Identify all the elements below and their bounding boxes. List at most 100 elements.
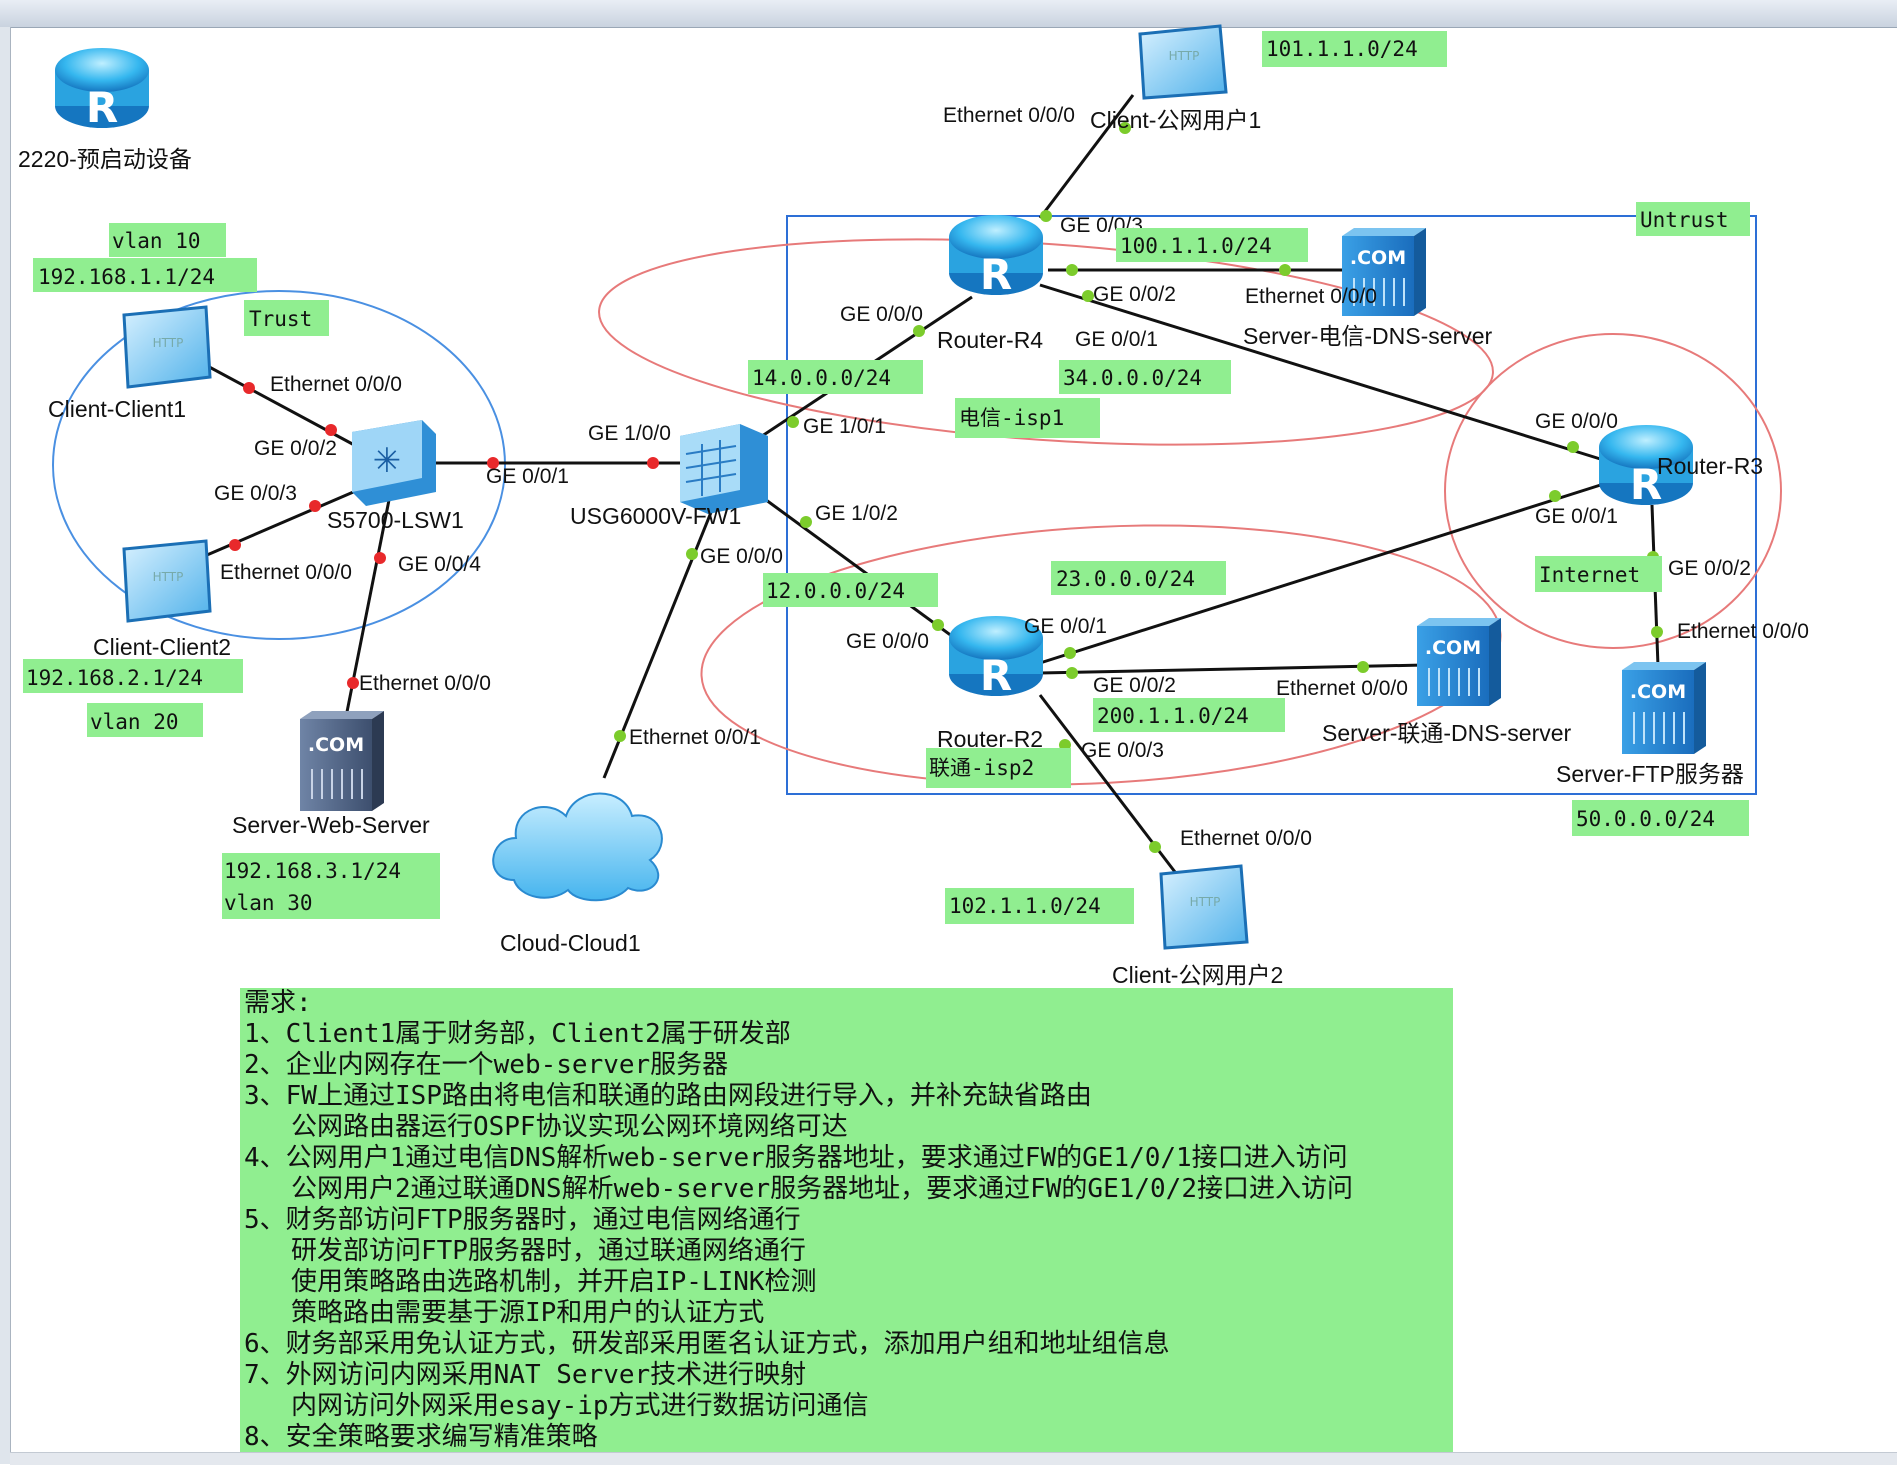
- pub-user2-device[interactable]: HTTP Client-公网用户2: [1112, 864, 1283, 988]
- port-label: GE 0/0/1: [1075, 328, 1158, 351]
- port-label: Ethernet 0/0/0: [270, 373, 402, 396]
- router-r3-label: Router-R3: [1657, 453, 1763, 479]
- requirement-line: 3、FW上通过ISP路由将电信和联通的路由网段进行导入，并补充缺省路由: [244, 1081, 1092, 1111]
- port-label: GE 0/0/0: [700, 545, 783, 568]
- port-label: Ethernet 0/0/0: [943, 104, 1075, 127]
- http-client-icon: HTTP: [122, 305, 212, 389]
- svg-text:R: R: [980, 651, 1012, 700]
- port-label: Ethernet 0/0/0: [1677, 620, 1809, 643]
- tag-r4-r3-net: 34.0.0.0/24: [1059, 360, 1231, 394]
- router-r3-device[interactable]: R Router-R3: [1599, 425, 1763, 509]
- lsw1-label: S5700-LSW1: [327, 507, 464, 533]
- dns-telecom-device[interactable]: .COM Server-电信-DNS-server: [1243, 228, 1493, 349]
- svg-text:12.0.0.0/24: 12.0.0.0/24: [766, 579, 905, 603]
- web-server-device[interactable]: .COM Server-Web-Server: [232, 711, 430, 838]
- svg-text:vlan 20: vlan 20: [90, 710, 179, 734]
- server-icon: .COM: [1417, 618, 1501, 706]
- port-label: GE 0/0/3: [1081, 739, 1164, 762]
- ftp-server-label: Server-FTP服务器: [1556, 761, 1744, 787]
- svg-text:Internet: Internet: [1539, 563, 1640, 587]
- router-r4-device[interactable]: R Router-R4: [937, 215, 1043, 353]
- svg-text:100.1.1.0/24: 100.1.1.0/24: [1120, 234, 1272, 258]
- svg-text:102.1.1.0/24: 102.1.1.0/24: [949, 894, 1101, 918]
- port-label: GE 1/0/0: [588, 422, 671, 445]
- router-icon: R: [55, 48, 149, 132]
- isp1-ellipse: [598, 238, 1494, 446]
- window-titlebar: [0, 0, 1897, 28]
- fw1-device[interactable]: USG6000V-FW1: [570, 424, 768, 529]
- link-client2-lsw1: [199, 488, 359, 560]
- svg-text:192.168.3.1/24: 192.168.3.1/24: [224, 859, 401, 883]
- preboot-router[interactable]: R 2220-预启动设备: [18, 48, 192, 172]
- requirement-line: 1、Client1属于财务部，Client2属于研发部: [244, 1019, 791, 1049]
- port-label: GE 0/0/2: [1093, 283, 1176, 306]
- tag-isp2: 联通-isp2: [926, 748, 1071, 788]
- web-server-label: Server-Web-Server: [232, 812, 430, 838]
- svg-text:Untrust: Untrust: [1640, 208, 1729, 232]
- svg-text:34.0.0.0/24: 34.0.0.0/24: [1063, 366, 1202, 390]
- http-client-icon: HTTP: [1159, 864, 1249, 950]
- port-label: GE 0/0/1: [486, 465, 569, 488]
- link-fw-r2: [761, 495, 961, 644]
- svg-text:R: R: [1630, 460, 1662, 509]
- tag-untrust: Untrust: [1636, 202, 1750, 236]
- cloud-icon: [492, 792, 663, 902]
- dns-unicom-label: Server-联通-DNS-server: [1322, 720, 1572, 746]
- lsw1-device[interactable]: ✳ S5700-LSW1: [327, 420, 464, 533]
- svg-text:.COM: .COM: [1630, 681, 1686, 703]
- svg-text:✳: ✳: [373, 441, 402, 481]
- requirement-line: 7、外网访问内网采用NAT Server技术进行映射: [244, 1360, 807, 1390]
- http-client-icon: HTTP: [1138, 24, 1228, 100]
- svg-text:vlan 10: vlan 10: [112, 229, 201, 253]
- router-icon: R: [949, 616, 1043, 700]
- router-r2-device[interactable]: R Router-R2: [937, 616, 1043, 752]
- svg-text:.COM: .COM: [1425, 637, 1481, 659]
- requirements-title: 需求:: [244, 988, 312, 1018]
- tag-vlan10: vlan 10: [109, 223, 226, 257]
- tag-r4-dns-net: 100.1.1.0/24: [1116, 228, 1308, 262]
- port-label: Ethernet 0/0/0: [220, 561, 352, 584]
- tag-vlan20: vlan 20: [87, 703, 203, 737]
- requirement-line: 6、财务部采用免认证方式，研发部采用匿名认证方式，添加用户组和地址组信息: [244, 1329, 1170, 1359]
- svg-text:R: R: [86, 83, 118, 132]
- port-label: GE 0/0/0: [846, 630, 929, 653]
- port-label: GE 1/0/2: [815, 502, 898, 525]
- svg-text:电信-isp1: 电信-isp1: [959, 406, 1064, 430]
- link-r2-r3: [1039, 480, 1611, 665]
- left-scroll-edge: [0, 27, 11, 1464]
- port-label: GE 0/0/0: [1535, 410, 1618, 433]
- link-r4-r3: [1039, 283, 1611, 464]
- ftp-server-device[interactable]: .COM Server-FTP服务器: [1556, 662, 1744, 787]
- tag-fw-r4-net: 14.0.0.0/24: [748, 360, 923, 394]
- port-label: GE 0/0/2: [1668, 557, 1751, 580]
- tag-pub2-net: 102.1.1.0/24: [945, 888, 1134, 924]
- firewall-icon: [680, 424, 768, 514]
- fw1-label: USG6000V-FW1: [570, 503, 741, 529]
- svg-text:联通-isp2: 联通-isp2: [929, 756, 1034, 780]
- port-label: Ethernet 0/0/0: [1245, 285, 1377, 308]
- tag-r2-r3-net: 23.0.0.0/24: [1051, 561, 1226, 595]
- svg-text:101.1.1.0/24: 101.1.1.0/24: [1266, 37, 1418, 61]
- pub-user1-device[interactable]: HTTP Client-公网用户1: [1090, 24, 1261, 133]
- cloud1-device[interactable]: Cloud-Cloud1: [492, 792, 663, 957]
- port-label: GE 0/0/2: [1093, 674, 1176, 697]
- client2-device[interactable]: HTTP Client-Client2: [93, 539, 231, 660]
- port-label: Ethernet 0/0/1: [629, 726, 761, 749]
- port-labels: Ethernet 0/0/0 GE 0/0/2 GE 0/0/3 Etherne…: [214, 104, 1809, 850]
- requirement-line: 2、企业内网存在一个web-server服务器: [244, 1050, 729, 1080]
- client1-device[interactable]: HTTP Client-Client1: [48, 305, 212, 422]
- requirement-line: 使用策略路由选路机制，并开启IP-LINK检测: [244, 1267, 817, 1297]
- svg-text:192.168.1.1/24: 192.168.1.1/24: [38, 265, 215, 289]
- tag-r2-dns-net: 200.1.1.0/24: [1093, 698, 1285, 732]
- svg-text:HTTP: HTTP: [153, 336, 184, 350]
- port-label: Ethernet 0/0/0: [1180, 827, 1312, 850]
- port-label: Ethernet 0/0/0: [1276, 677, 1408, 700]
- port-label: GE 0/0/1: [1024, 615, 1107, 638]
- tag-net3-vlan30: 192.168.3.1/24 vlan 30: [222, 853, 440, 919]
- dns-unicom-device[interactable]: .COM Server-联通-DNS-server: [1322, 618, 1572, 746]
- bottom-scrollbar[interactable]: [10, 1452, 1897, 1465]
- router-r2-label: Router-R2: [937, 726, 1043, 752]
- port-label: GE 0/0/0: [840, 303, 923, 326]
- port-label: GE 0/0/1: [1535, 505, 1618, 528]
